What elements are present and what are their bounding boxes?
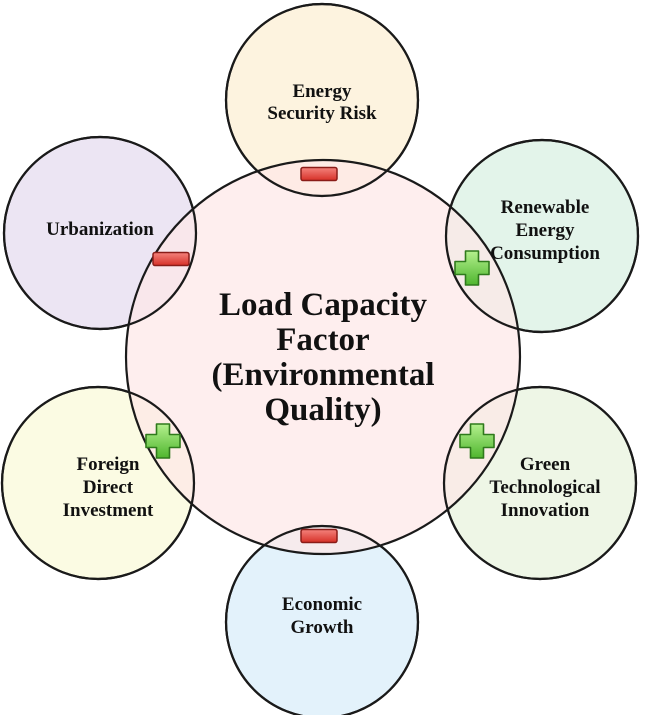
urbanization-label-line: Urbanization bbox=[46, 219, 154, 240]
renewable-energy-consumption-label-line: Consumption bbox=[490, 243, 600, 264]
center-circle bbox=[124, 158, 522, 556]
minus-icon bbox=[152, 251, 190, 267]
center-title-line: Factor bbox=[276, 322, 369, 358]
plus-icon bbox=[459, 423, 495, 459]
effect-signs bbox=[145, 166, 495, 544]
renewable-energy-consumption-outline bbox=[444, 138, 640, 334]
center-title-line: Quality) bbox=[264, 392, 381, 428]
minus-icon bbox=[300, 166, 338, 182]
economic-growth-label-line: Growth bbox=[291, 617, 354, 638]
green-technological-innovation-label-line: Innovation bbox=[501, 500, 590, 521]
energy-security-risk-outline bbox=[224, 2, 420, 198]
energy-security-risk-label-line: Security Risk bbox=[267, 103, 377, 124]
center-title-line: (Environmental bbox=[211, 357, 434, 393]
green-technological-innovation-outline bbox=[442, 385, 638, 581]
renewable-energy-consumption-label-line: Renewable bbox=[501, 197, 590, 218]
foreign-direct-investment-label-line: Investment bbox=[63, 500, 154, 521]
urbanization-outline bbox=[2, 135, 198, 331]
urbanization-label: Urbanization bbox=[46, 219, 154, 240]
green-technological-innovation-label-line: Green bbox=[520, 454, 571, 475]
plus-icon bbox=[454, 250, 490, 286]
foreign-direct-investment-label-line: Foreign bbox=[77, 454, 140, 475]
foreign-direct-investment-outline bbox=[0, 385, 196, 581]
energy-security-risk-label-line: Energy bbox=[292, 81, 352, 102]
minus-icon bbox=[300, 528, 338, 544]
economic-growth-label-line: Economic bbox=[282, 594, 362, 615]
plus-icon bbox=[145, 423, 181, 459]
center-title-line: Load Capacity bbox=[219, 287, 428, 323]
renewable-energy-consumption-label-line: Energy bbox=[515, 220, 575, 241]
economic-growth-outline bbox=[224, 524, 420, 715]
foreign-direct-investment-label-line: Direct bbox=[83, 477, 134, 498]
green-technological-innovation-label-line: Technological bbox=[489, 477, 600, 498]
